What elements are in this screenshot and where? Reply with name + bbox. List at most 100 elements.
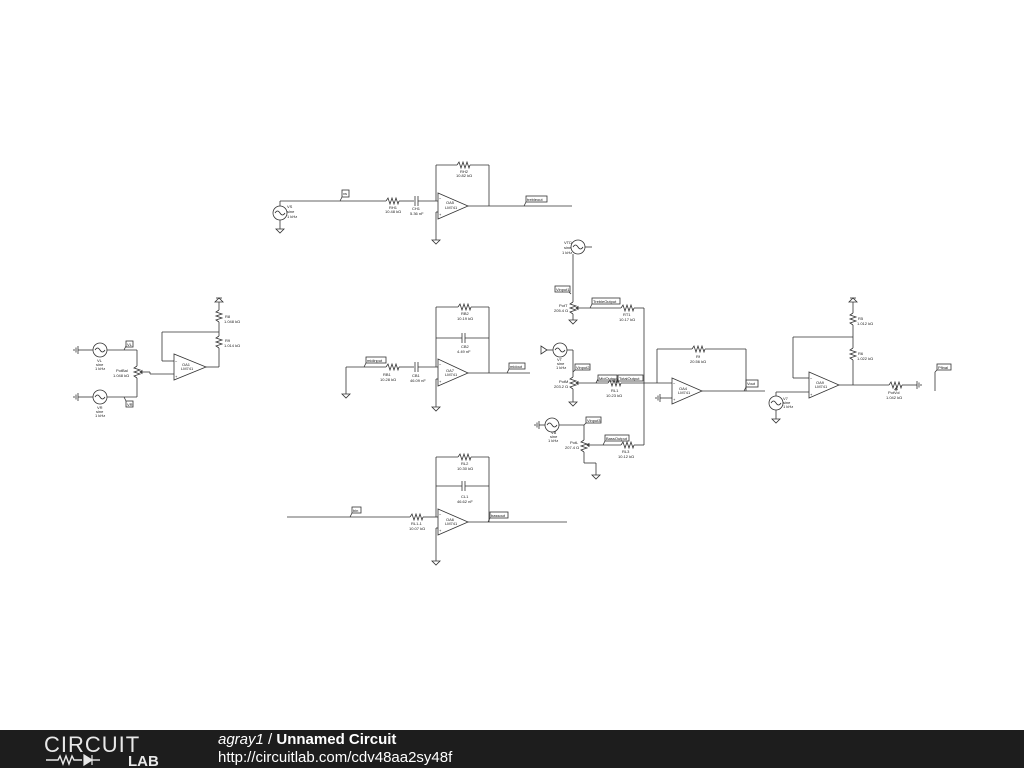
svg-text:−: − xyxy=(673,381,676,386)
rt1-value: 10.17 kΩ xyxy=(619,317,635,322)
svg-text:−: − xyxy=(810,376,813,381)
source-vl-freq: 1 kHz xyxy=(95,366,105,371)
tag-total-output[interactable]: TotalOutput xyxy=(615,374,644,384)
resistor-rb2[interactable] xyxy=(457,302,472,312)
tag-midinput[interactable]: midinput xyxy=(363,356,387,368)
svg-text:Vout: Vout xyxy=(747,381,756,386)
source-vt-name: VT xyxy=(557,357,563,362)
svg-text:bin: bin xyxy=(353,508,358,513)
resistor-r8[interactable] xyxy=(214,309,224,323)
opamp-oa9[interactable] xyxy=(808,371,841,399)
resistor-r6[interactable] xyxy=(848,347,858,361)
ground-icon xyxy=(568,319,578,325)
oa5-model: LM741 xyxy=(445,205,458,210)
r6-name: R6 xyxy=(858,351,864,356)
rl2-name: RL2 xyxy=(461,461,469,466)
potl-value: 207.4 Ω xyxy=(565,445,579,450)
opamp-oa5[interactable] xyxy=(437,192,470,220)
svg-text:+: + xyxy=(810,392,813,397)
schematic-canvas[interactable]: VS sine 1 kHz vs RH1 10.48 kΩ CH1 5.36 n… xyxy=(0,0,1024,730)
opamp-oa4[interactable] xyxy=(671,377,704,405)
ground-icon xyxy=(431,560,441,566)
ch1-value: 5.36 nF xyxy=(410,211,424,216)
source-vs-freq: 1 kHz xyxy=(287,214,297,219)
source-vs-type: sine xyxy=(287,209,295,214)
tag-trebleout[interactable]: trebleout xyxy=(523,195,548,207)
potentiometer-pott[interactable] xyxy=(568,301,578,315)
tag-vl[interactable]: VL xyxy=(123,340,134,351)
resistor-r9[interactable] xyxy=(214,335,224,349)
tag-vout[interactable]: Vout xyxy=(743,379,759,392)
tag-mid-output[interactable]: MidOutput xyxy=(595,374,618,384)
ground-icon xyxy=(431,239,441,245)
resistor-rl2[interactable] xyxy=(457,452,472,462)
potentiometer-potbal[interactable] xyxy=(132,365,142,379)
circuit-url[interactable]: http://circuitlab.com/cdv48aa2sy48f xyxy=(218,749,453,766)
volume-stage: R5 1.012 kΩ R6 1.022 kΩ − + OA9 LM741 V7… xyxy=(768,297,952,424)
ground-icon xyxy=(848,297,858,303)
rf-name: Rf xyxy=(696,354,701,359)
opamp-oa3[interactable] xyxy=(173,353,208,381)
tag-vs[interactable]: vs xyxy=(339,189,350,202)
rt1-name: RT1 xyxy=(623,312,631,317)
tag-bass-output[interactable]: BassOutput xyxy=(602,434,630,446)
rh1-name: RH1 xyxy=(389,205,398,210)
rb2-name: RB2 xyxy=(461,311,470,316)
source-v7-freq: 1 kHz xyxy=(783,404,793,409)
potentiometer-potl[interactable] xyxy=(579,439,589,453)
title-separator: / xyxy=(263,731,277,748)
rl2-value: 10.30 kΩ xyxy=(457,466,473,471)
tag-bassin[interactable]: bin xyxy=(349,506,362,518)
rl1-name: RL1 xyxy=(611,388,619,393)
circuitlab-logo[interactable]: CIRCUIT LAB xyxy=(44,733,174,767)
resistor-r5[interactable] xyxy=(848,312,858,326)
svg-text:TrebleOutput: TrebleOutput xyxy=(593,299,617,304)
tag-pfinal[interactable]: Pfinal xyxy=(936,363,952,371)
resistor-rl1-1[interactable] xyxy=(409,512,424,522)
svg-text:−: − xyxy=(439,196,442,201)
resistor-rl1[interactable] xyxy=(607,378,622,388)
tag-bassout[interactable]: bassout xyxy=(487,511,509,523)
resistor-logo-icon xyxy=(46,754,82,766)
potl-name: PotL xyxy=(570,440,579,445)
source-vs[interactable] xyxy=(272,205,288,221)
resistor-rh2[interactable] xyxy=(456,160,471,170)
opamp-oa7[interactable] xyxy=(437,358,469,387)
tag-vinput1[interactable]: Vinput1 xyxy=(554,285,572,295)
r9-name: R9 xyxy=(225,338,231,343)
potentiometer-potm[interactable] xyxy=(568,376,578,390)
resistor-rl3[interactable] xyxy=(620,440,635,450)
oa4-model: LM741 xyxy=(678,390,691,395)
tag-vinput2[interactable]: Vinput2 xyxy=(572,363,591,373)
potentiometer-potvol[interactable] xyxy=(888,380,903,390)
pott-name: PotT xyxy=(559,303,568,308)
ground-icon xyxy=(591,474,601,480)
svg-text:−: − xyxy=(439,362,442,367)
source-vr-freq: 1 kHz xyxy=(95,413,105,418)
rl1-value: 10.23 kΩ xyxy=(606,393,622,398)
cb1-value: 46.09 nF xyxy=(410,378,426,383)
svg-text:+: + xyxy=(439,379,442,384)
ch1-name: CH1 xyxy=(412,206,421,211)
author-link[interactable]: agray1 xyxy=(218,731,264,748)
source-vs-name: VS xyxy=(287,204,293,209)
resistor-rb1[interactable] xyxy=(385,362,400,372)
svg-text:midout: midout xyxy=(510,364,523,369)
r6-value: 1.022 kΩ xyxy=(857,356,873,361)
tag-vinput3[interactable]: Vinput3 xyxy=(583,416,602,426)
resistor-rh1[interactable] xyxy=(385,196,400,206)
svg-text:+: + xyxy=(673,397,676,402)
resistor-rf[interactable] xyxy=(691,344,706,354)
tag-vr[interactable]: VR xyxy=(123,396,134,408)
resistor-rt1[interactable] xyxy=(620,303,635,313)
balance-circuit: VL sine 1 kHz VL VR sine 1 kHz VR PotBal xyxy=(73,297,240,418)
svg-text:+: + xyxy=(439,528,442,533)
cl1-value: 46.62 nF xyxy=(457,499,473,504)
tag-midout[interactable]: midout xyxy=(506,362,526,374)
logo-word: CIRCUIT xyxy=(44,733,140,757)
opamp-oa6[interactable] xyxy=(437,508,470,536)
source-vl-name: VL xyxy=(97,358,103,363)
svg-text:TotalOutput: TotalOutput xyxy=(619,376,640,381)
source-vtd-name: VTD xyxy=(564,240,572,245)
tag-treble-output[interactable]: TrebleOutput xyxy=(589,297,621,309)
